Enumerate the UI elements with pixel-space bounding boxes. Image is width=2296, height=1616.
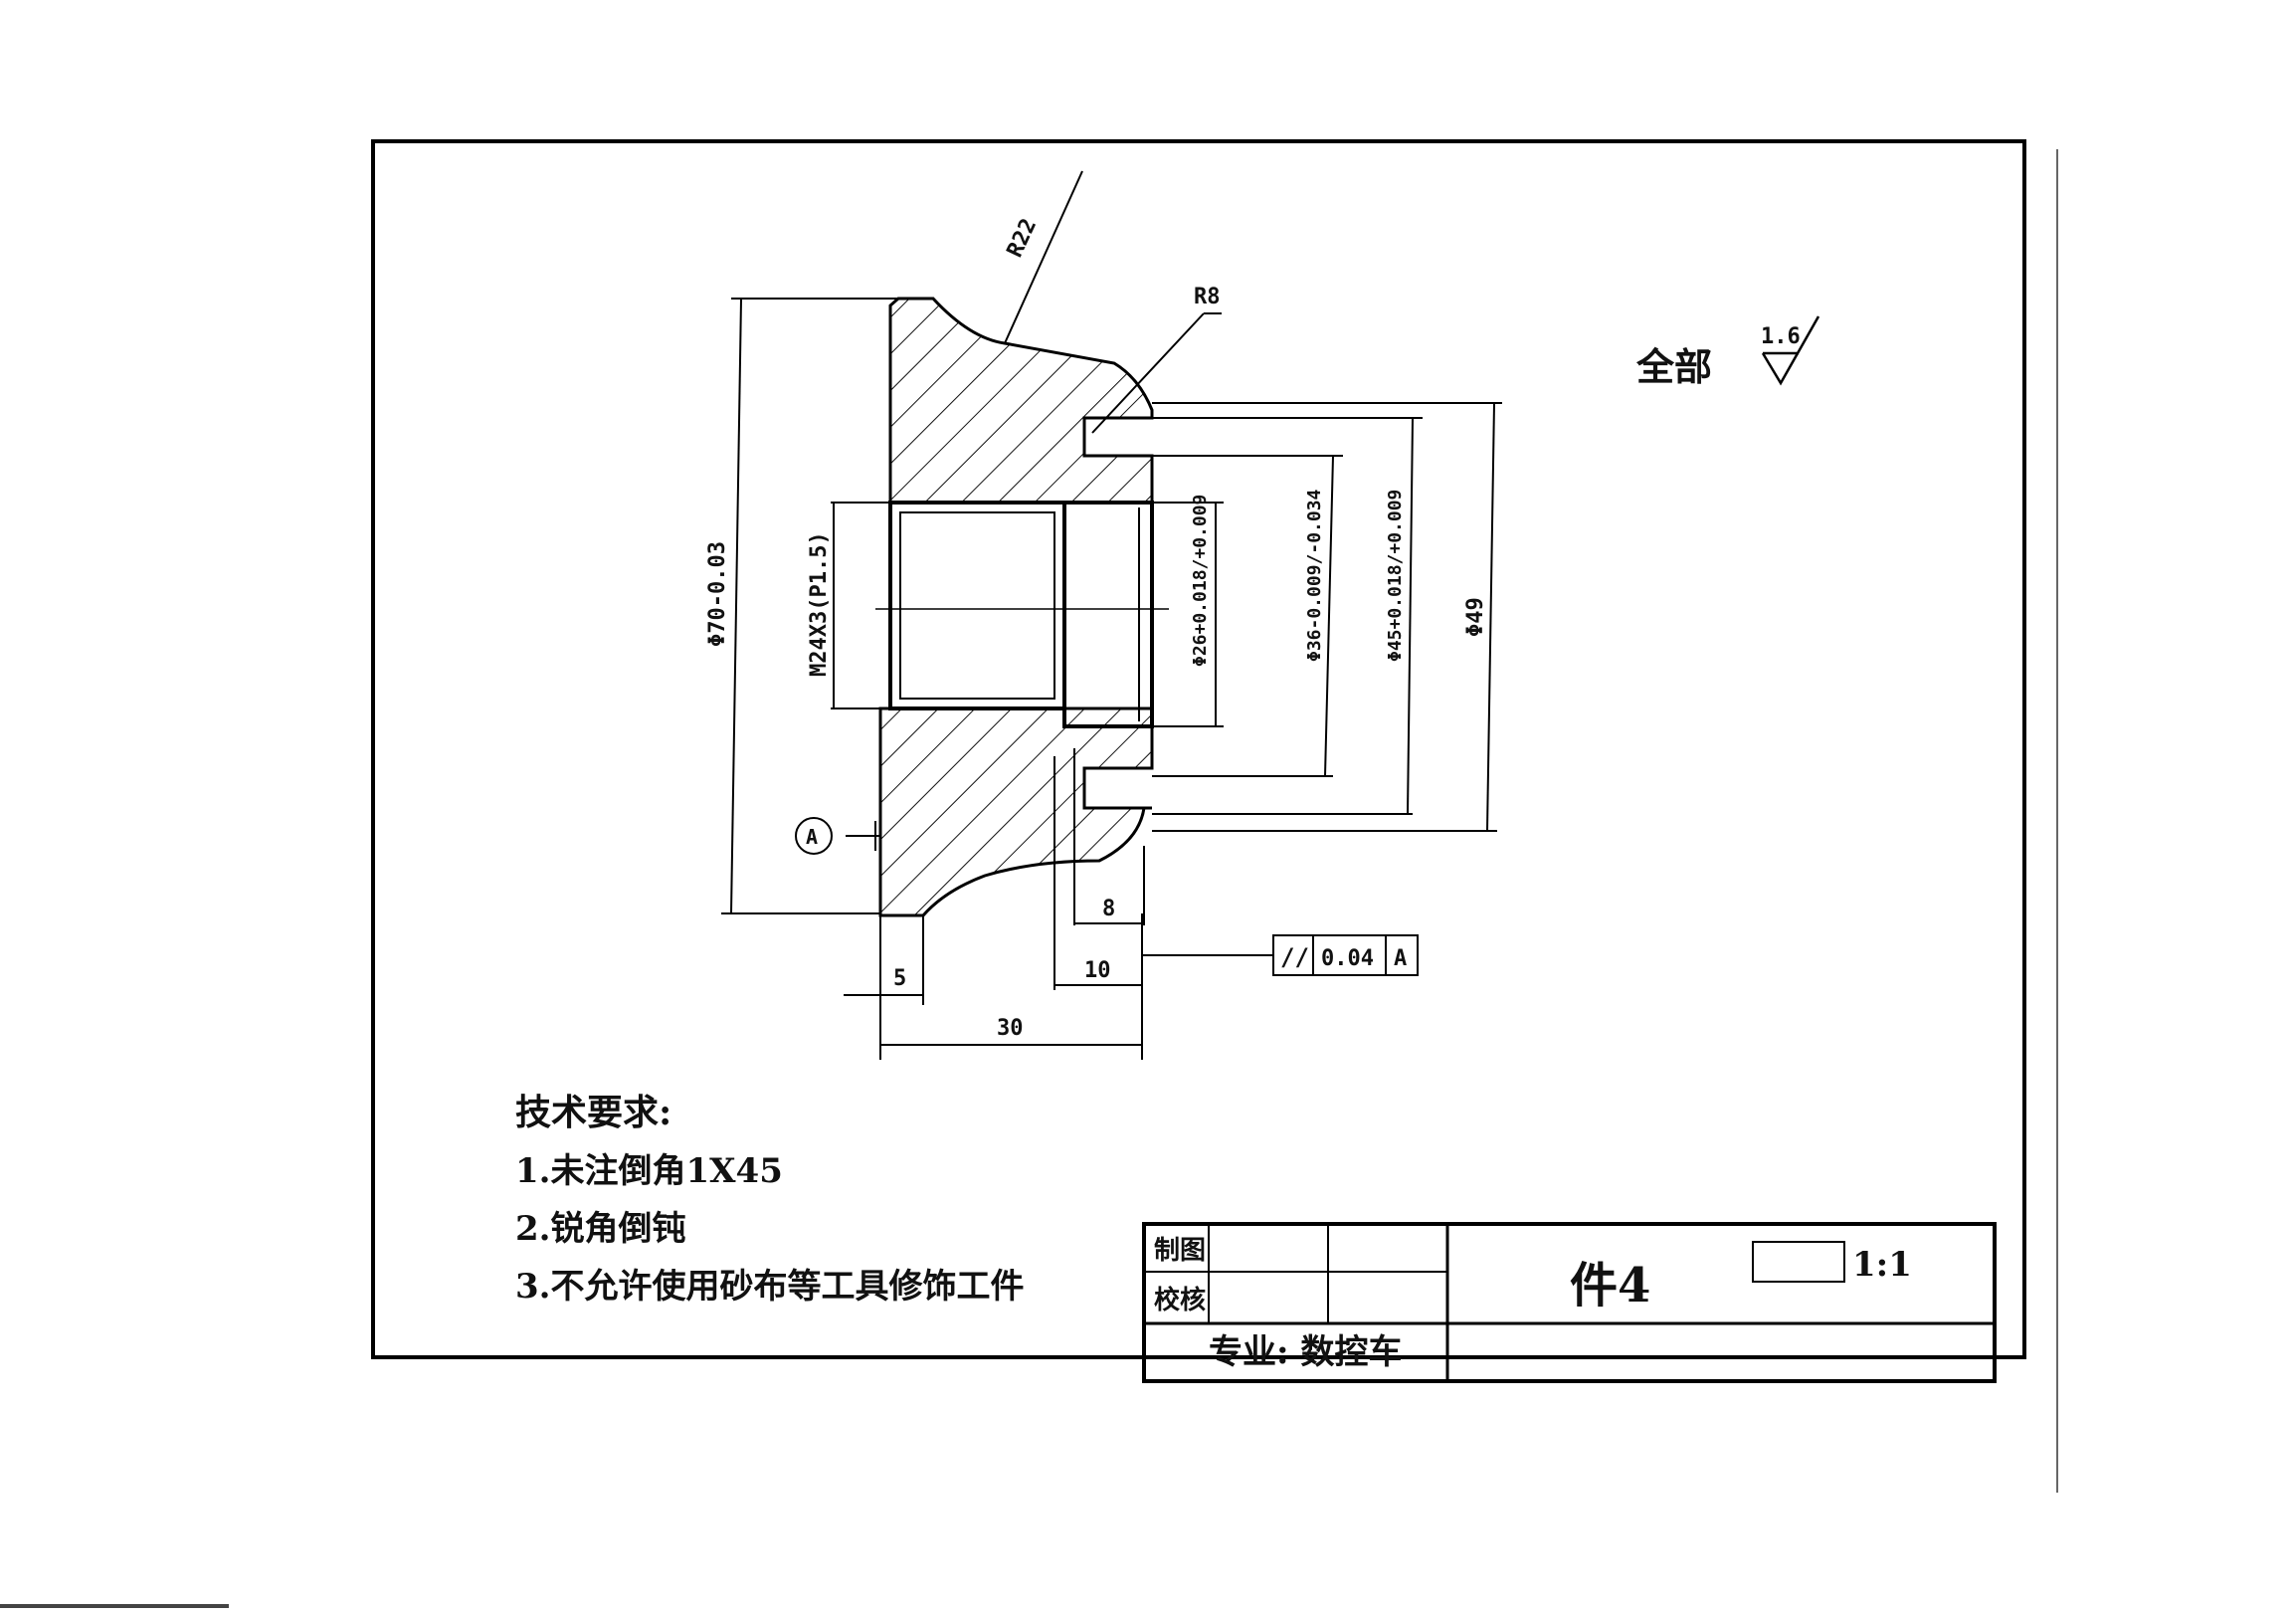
section-lower (878, 707, 1154, 917)
note-item-1: 1.未注倒角1X45 (515, 1151, 783, 1191)
technical-notes: 技术要求: 1.未注倒角1X45 2.锐角倒钝 3.不允许使用砂布等工具修饰工件 (515, 1092, 1025, 1307)
dim-len8: 8 (1102, 897, 1115, 921)
dim-d70: Φ70-0.03 (705, 541, 730, 647)
dim-r22: R22 (1003, 215, 1042, 262)
counterbore (1062, 501, 1154, 728)
tolerance-frame: // 0.04 A (1272, 934, 1419, 976)
dim-len30: 30 (997, 1016, 1024, 1041)
dim-d45: Φ45+0.018/+0.009 (1385, 490, 1406, 662)
dim-len10: 10 (1084, 958, 1111, 983)
tolerance-datum: A (1394, 946, 1407, 971)
thread-bore (888, 501, 1066, 710)
dim-d26: Φ26+0.018/+0.009 (1190, 495, 1211, 667)
major-label: 专业: 数控车 (1209, 1332, 1402, 1372)
surface-finish-value: 1.6 (1761, 324, 1801, 349)
notes-title: 技术要求: (515, 1092, 671, 1133)
section-upper (888, 297, 1154, 505)
surface-finish-label: 全部 (1635, 344, 1712, 389)
note-item-3: 3.不允许使用砂布等工具修饰工件 (515, 1267, 1025, 1307)
surface-finish: 全部 1.6 (1635, 315, 1820, 389)
tolerance-symbol: // (1280, 943, 1309, 971)
checked-by-label: 校核 (1154, 1285, 1206, 1315)
part-section-view (875, 297, 1169, 917)
dim-thread: M24X3(P1.5) (807, 531, 832, 677)
drawn-by-label: 制图 (1154, 1236, 1206, 1266)
roughness-symbol (1761, 315, 1820, 386)
dim-d36: Φ36-0.009/-0.034 (1304, 489, 1325, 662)
title-block (1142, 1222, 1997, 1383)
dim-len5: 5 (893, 966, 906, 991)
part-name: 件4 (1570, 1258, 1650, 1313)
scale: 1:1 (1852, 1245, 1912, 1285)
tolerance-value: 0.04 (1321, 946, 1374, 971)
dimension-lines (721, 170, 1502, 1060)
note-item-2: 2.锐角倒钝 (515, 1209, 686, 1249)
dim-r8: R8 (1194, 285, 1221, 309)
thread-bore-inner (899, 511, 1055, 700)
datum-a-label: A (806, 825, 818, 849)
datum-a: A (795, 817, 833, 855)
dim-d49: Φ49 (1463, 597, 1488, 637)
drawing-frame (371, 139, 2026, 1359)
